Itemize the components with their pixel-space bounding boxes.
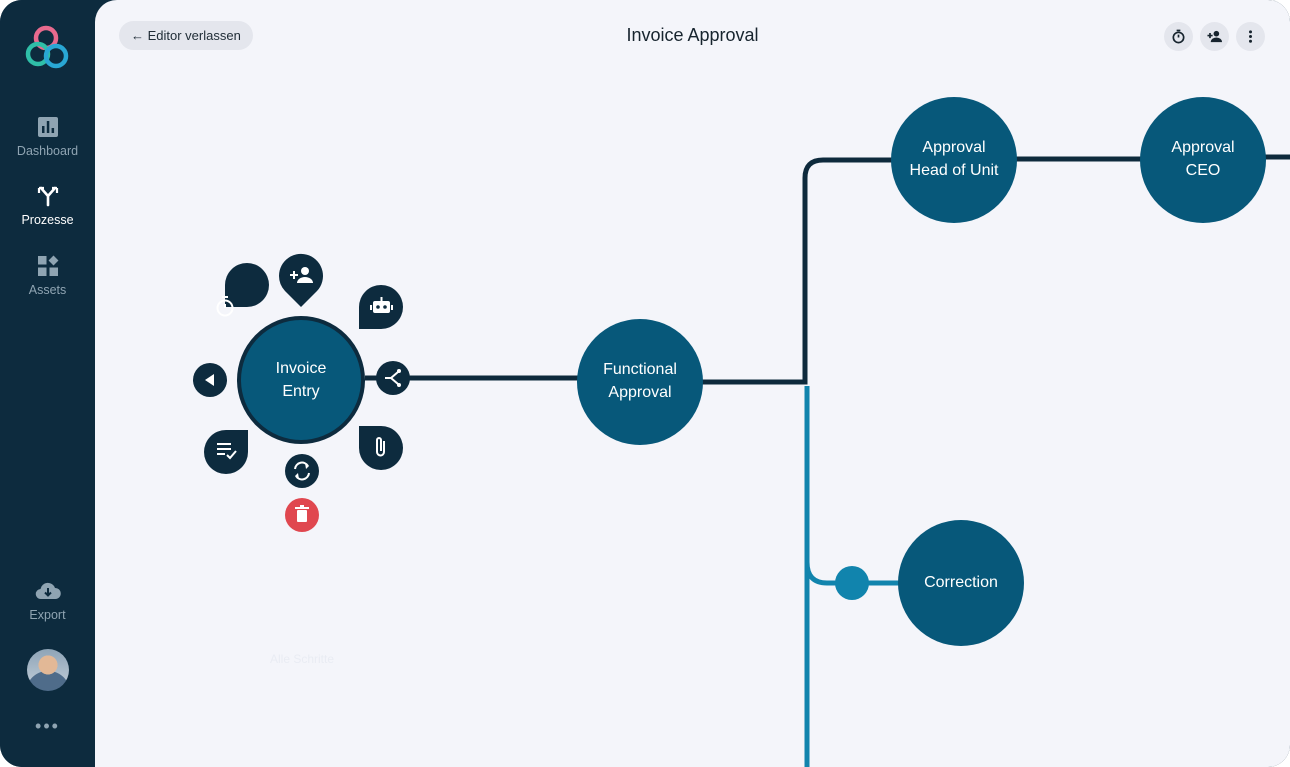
add-user-icon — [290, 267, 313, 283]
radial-attachment-button[interactable] — [359, 426, 403, 470]
faint-label: Alle Schritte — [270, 652, 335, 666]
grid-shapes-icon — [37, 255, 58, 276]
process-canvas[interactable]: ← Editor verlassen Invoice Approval — [95, 0, 1290, 767]
radial-play-back-button[interactable] — [193, 363, 227, 397]
refresh-icon — [294, 461, 310, 481]
timer-icon — [216, 296, 234, 317]
connector-functional-to-head — [701, 157, 895, 385]
add-user-button[interactable] — [1200, 22, 1229, 51]
radial-timer-button[interactable] — [216, 263, 270, 317]
connector-to-correction — [804, 561, 903, 586]
timer-button[interactable] — [1164, 22, 1193, 51]
radial-add-user-button[interactable] — [278, 253, 323, 307]
sidebar-item-label: Dashboard — [16, 144, 79, 158]
app-logo[interactable] — [24, 24, 72, 72]
delete-icon — [295, 505, 309, 522]
checklist-icon — [217, 443, 237, 460]
robot-icon — [370, 297, 393, 313]
connector-junction[interactable] — [835, 566, 869, 600]
node-functional-approval[interactable] — [577, 319, 703, 445]
timer-icon — [1172, 29, 1185, 44]
radial-robot-button[interactable] — [359, 285, 403, 329]
radial-branch-button[interactable] — [376, 361, 410, 395]
process-fork-icon — [37, 186, 58, 207]
avatar[interactable] — [27, 649, 69, 691]
more-options-button[interactable]: ••• — [35, 716, 60, 736]
sidebar-item-dashboard[interactable]: Dashboard — [0, 116, 95, 158]
radial-delete-button[interactable] — [285, 498, 319, 532]
sidebar-item-label: Assets — [28, 283, 67, 297]
more-vertical-icon — [1249, 30, 1252, 43]
sidebar-item-assets[interactable]: Assets — [0, 255, 95, 297]
radial-refresh-button[interactable] — [285, 454, 319, 488]
node-approval-head-of-unit[interactable] — [891, 97, 1017, 223]
add-user-icon — [1207, 30, 1222, 43]
sidebar: Dashboard Prozesse Assets Export — [0, 0, 95, 767]
cloud-download-icon — [35, 582, 61, 600]
sidebar-item-label: Prozesse — [21, 213, 74, 227]
attachment-icon — [376, 437, 385, 457]
node-approval-ceo[interactable] — [1140, 97, 1266, 223]
branch-icon — [385, 369, 401, 387]
node-correction[interactable] — [898, 520, 1024, 646]
play-back-icon — [205, 374, 214, 386]
export-button[interactable]: Export — [0, 580, 95, 622]
export-label: Export — [29, 608, 66, 622]
node-invoice-entry[interactable] — [237, 316, 365, 444]
radial-checklist-button[interactable] — [204, 430, 248, 474]
more-vertical-button[interactable] — [1236, 22, 1265, 51]
leave-editor-button[interactable]: ← Editor verlassen — [119, 21, 253, 50]
sidebar-item-prozesse[interactable]: Prozesse — [0, 185, 95, 227]
page-title: Invoice Approval — [626, 25, 759, 45]
bar-chart-icon — [37, 117, 58, 137]
flow-diagram — [193, 97, 1290, 767]
